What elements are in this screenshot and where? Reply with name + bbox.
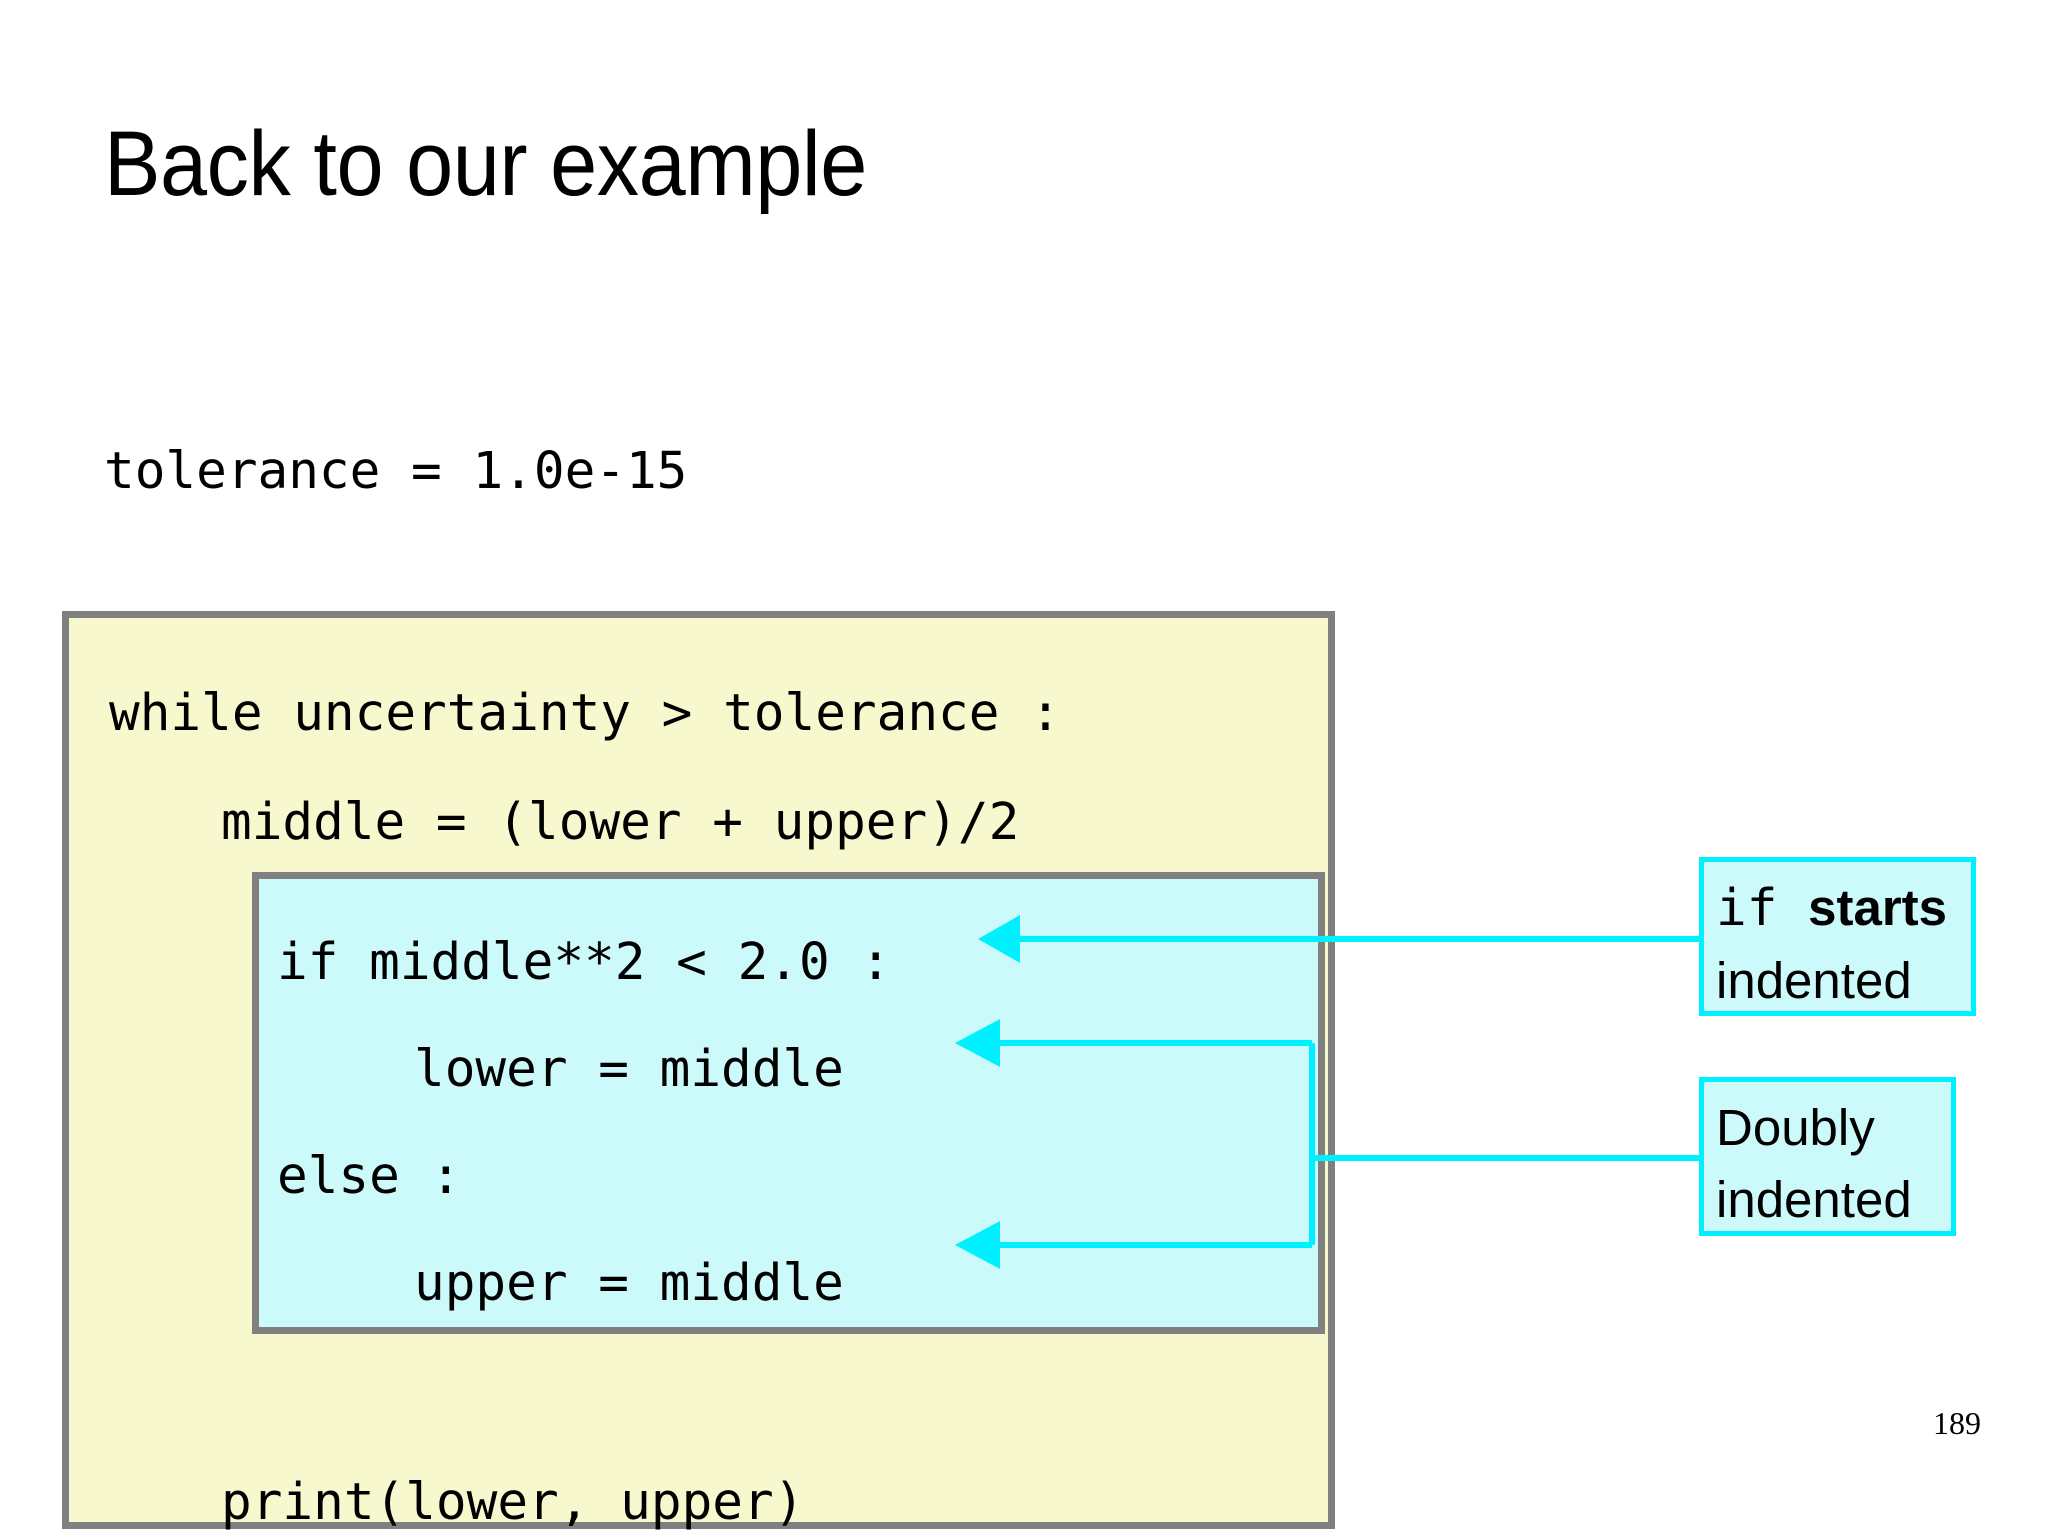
- code-line-if: if middle**2 < 2.0 :: [277, 933, 892, 992]
- callout-bold-starts: starts: [1808, 879, 1948, 936]
- callout-if-starts-indented: if starts indented: [1699, 857, 1976, 1016]
- page-number: 189: [1933, 1405, 1981, 1441]
- while-tail-code-block: print(lower, upper) uncertainty = upper …: [221, 1323, 1050, 1535]
- code-line: tolerance = 1.0e-15: [104, 442, 688, 501]
- code-line-print: print(lower, upper): [221, 1473, 805, 1532]
- code-line-while: while uncertainty > tolerance :: [109, 684, 1061, 743]
- callout-mono-if: if: [1716, 879, 1809, 938]
- if-block-highlight-box: if middle**2 < 2.0 : lower = middle else…: [252, 872, 1325, 1334]
- code-line-lower: lower = middle: [414, 1040, 844, 1099]
- while-block-highlight-box: while uncertainty > tolerance : middle =…: [62, 611, 1335, 1532]
- callout-line-1: Doubly: [1716, 1099, 1875, 1156]
- code-line-else: else :: [277, 1147, 462, 1206]
- code-line-upper: upper = middle: [414, 1254, 844, 1313]
- page-title: Back to our example: [104, 113, 867, 215]
- callout-line-2: indented: [1716, 952, 1912, 1009]
- callout-line-2: indented: [1716, 1171, 1912, 1228]
- callout-doubly-indented: Doubly indented: [1699, 1077, 1956, 1236]
- callout-line-1: if starts: [1716, 872, 1959, 945]
- code-line-middle: middle = (lower + upper)/2: [221, 793, 1020, 852]
